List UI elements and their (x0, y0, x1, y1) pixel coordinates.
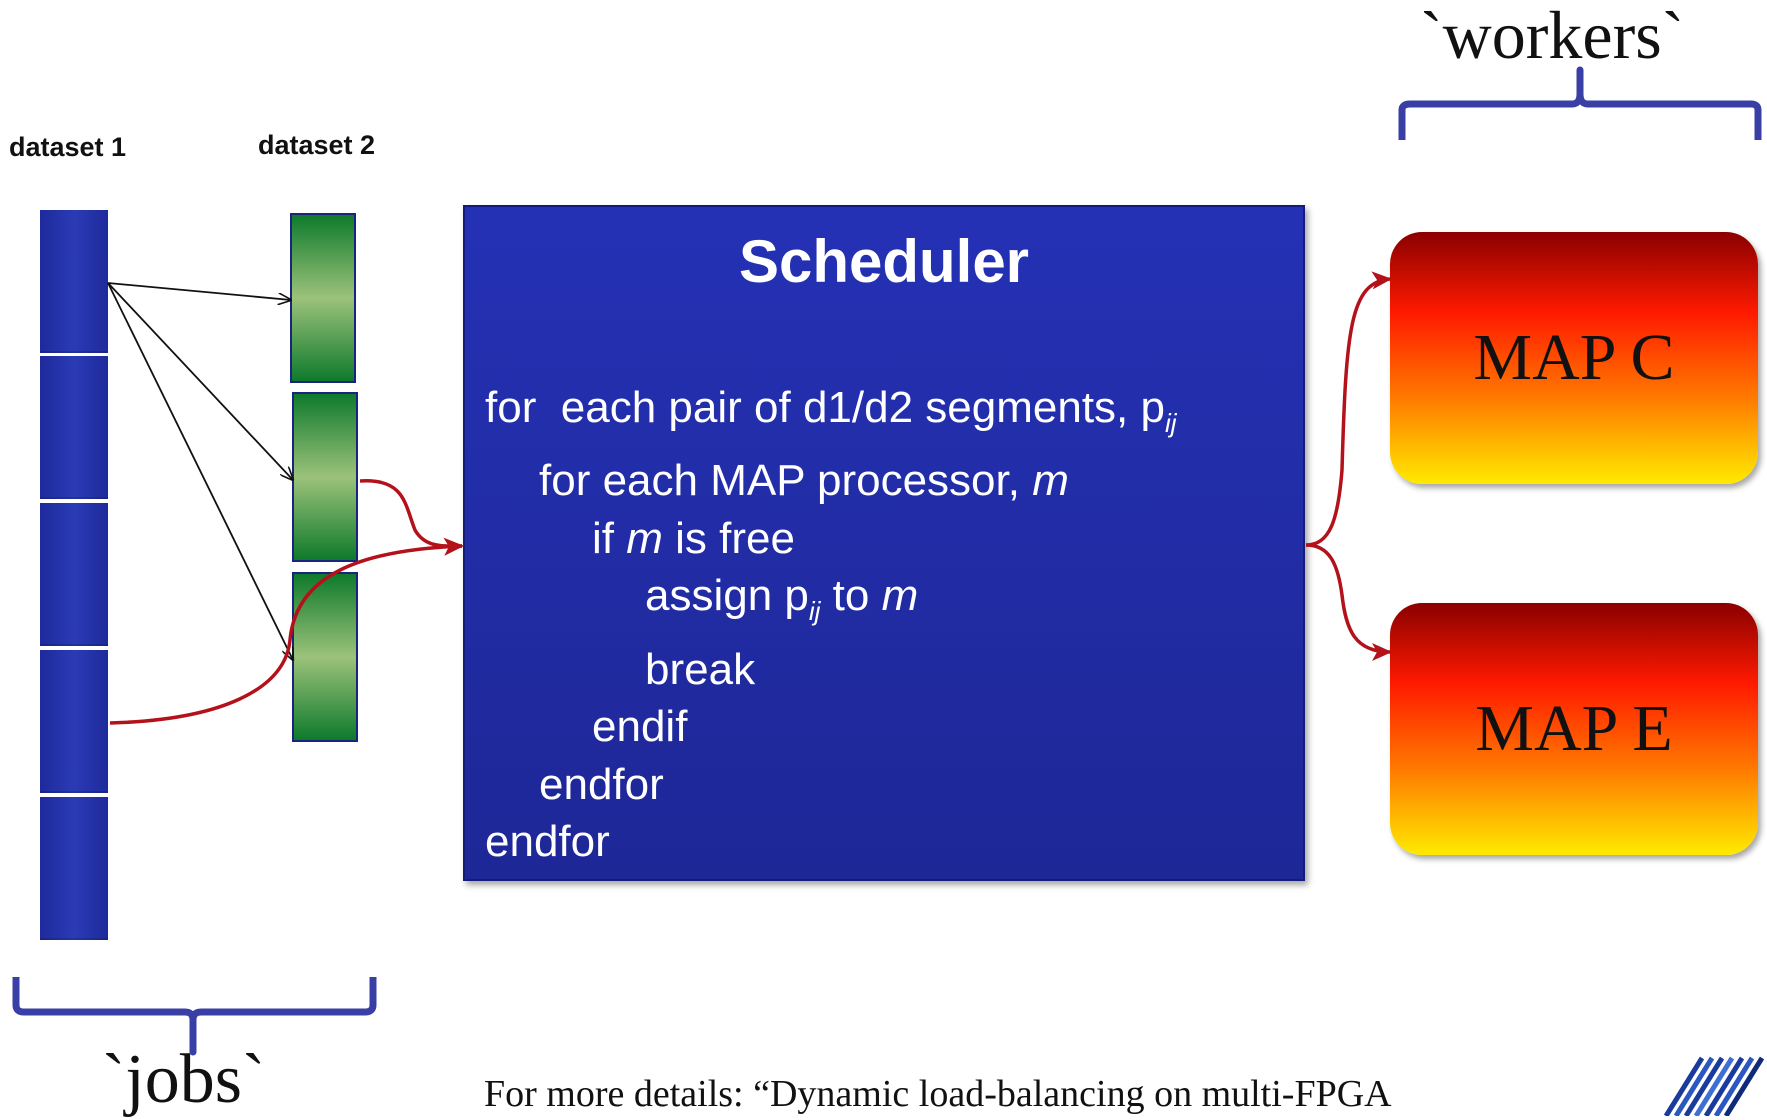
pair-arrow (107, 282, 293, 480)
dispatch-arrow (1305, 271, 1392, 547)
scheduler-title: Scheduler (738, 228, 1030, 295)
worker-map-e: MAP E (1390, 603, 1758, 855)
dataset1-segment (40, 503, 108, 646)
scheduler-box: Scheduler for each pair of d1/d2 segment… (463, 205, 1305, 881)
worker-label: MAP C (1473, 321, 1675, 394)
worker-label: MAP E (1475, 692, 1673, 765)
footer-reference-note: For more details: “Dynamic load-balancin… (484, 1073, 1392, 1115)
pair-arrow (107, 282, 291, 300)
job-flow-arrows (109, 479, 464, 725)
dataset1-segment (40, 650, 108, 793)
worker-map-c: MAP C (1390, 232, 1758, 484)
jobs-label: `jobs` (102, 1041, 266, 1118)
scheduler-pseudocode: for each pair of d1/d2 segments, pij for… (485, 379, 1177, 871)
code-line-2: for each MAP processor, m (539, 456, 1069, 506)
dataset1-label: dataset 1 (9, 132, 127, 162)
code-line-6: endif (592, 702, 688, 752)
dataset1-segment (40, 356, 108, 499)
pair-arrow (107, 282, 293, 660)
dispatch-arrows (1305, 271, 1392, 661)
workers-brace (1398, 66, 1762, 140)
code-line-3: if m is free (592, 513, 795, 563)
code-line-5: break (645, 644, 756, 694)
dataset1-segment (40, 797, 108, 940)
jobs-brace (12, 977, 377, 1056)
job-flow-arrow (109, 537, 464, 725)
code-line-8: endfor (485, 817, 610, 867)
code-line-7: endfor (539, 759, 664, 809)
dataset1-segment (40, 210, 108, 353)
code-line-4: assign pij to m (645, 571, 919, 627)
job-flow-arrow (359, 479, 464, 556)
dispatch-arrow (1305, 543, 1392, 661)
workers-label: `workers` (1420, 0, 1685, 73)
code-line-1: for each pair of d1/d2 segments, pij (485, 383, 1177, 438)
institution-logo (1656, 1052, 1767, 1116)
pairing-arrows (107, 282, 293, 660)
dataset2-label: dataset 2 (258, 130, 376, 160)
